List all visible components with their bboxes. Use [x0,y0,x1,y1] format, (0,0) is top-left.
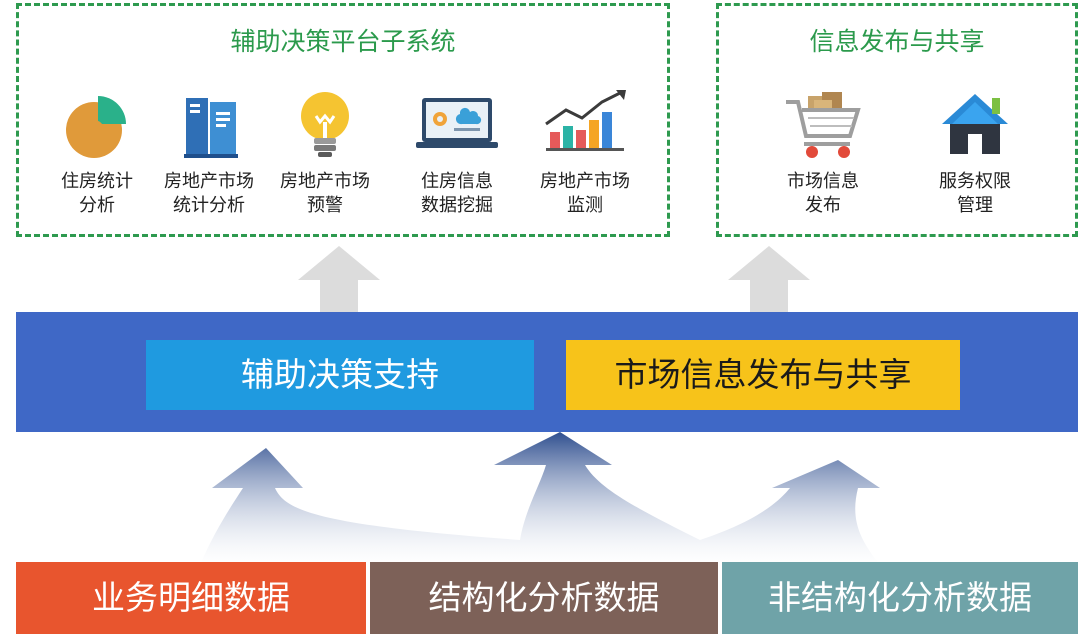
structured-analysis-data-box[interactable]: 结构化分析数据 [370,562,718,634]
shopping-cart-icon [778,86,868,166]
info-sharing-panel: 信息发布与共享 市场信息 发布 [716,3,1078,237]
housing-statistics-label: 住房统计 分析 [61,171,133,216]
service-permission-label: 服务权限 管理 [939,171,1011,216]
market-monitoring-label: 房地产市场 监测 [540,171,630,216]
info-sharing-title: 信息发布与共享 [809,27,985,56]
market-warning-label: 房地产市场 预警 [280,171,370,216]
market-info-release-label: 市场信息 发布 [787,171,859,216]
data-flow-arrows [200,432,880,565]
laptop-cloud-icon [412,86,502,166]
business-detail-data-box[interactable]: 业务明细数据 [16,562,366,634]
market-monitoring-item[interactable]: 房地产市场 监测 [525,86,645,218]
pie-chart-icon [52,86,142,166]
market-info-release-item[interactable]: 市场信息 发布 [763,86,883,218]
decision-subsystem-panel: 辅助决策平台子系统 住房统计 分析 房地产市场 统计分析 [16,3,670,237]
data-mining-item[interactable]: 住房信息 数据挖掘 [397,86,517,218]
up-arrow-right [728,246,810,314]
bar-trend-icon [540,86,630,166]
up-arrow-left [298,246,380,314]
decision-support-box[interactable]: 辅助决策支持 [146,340,534,410]
market-info-sharing-box[interactable]: 市场信息发布与共享 [566,340,960,410]
market-statistics-item[interactable]: 房地产市场 统计分析 [149,86,269,218]
market-warning-item[interactable]: 房地产市场 预警 [265,86,385,218]
data-mining-label: 住房信息 数据挖掘 [421,171,493,216]
lightbulb-icon [280,86,370,166]
unstructured-analysis-data-box[interactable]: 非结构化分析数据 [722,562,1078,634]
market-statistics-label: 房地产市场 统计分析 [164,171,254,216]
books-icon [164,86,254,166]
decision-subsystem-title: 辅助决策平台子系统 [230,27,456,56]
service-permission-item[interactable]: 服务权限 管理 [915,86,1035,218]
support-band: 辅助决策支持 市场信息发布与共享 [16,312,1078,432]
housing-statistics-item[interactable]: 住房统计 分析 [37,86,157,218]
house-icon [930,86,1020,166]
